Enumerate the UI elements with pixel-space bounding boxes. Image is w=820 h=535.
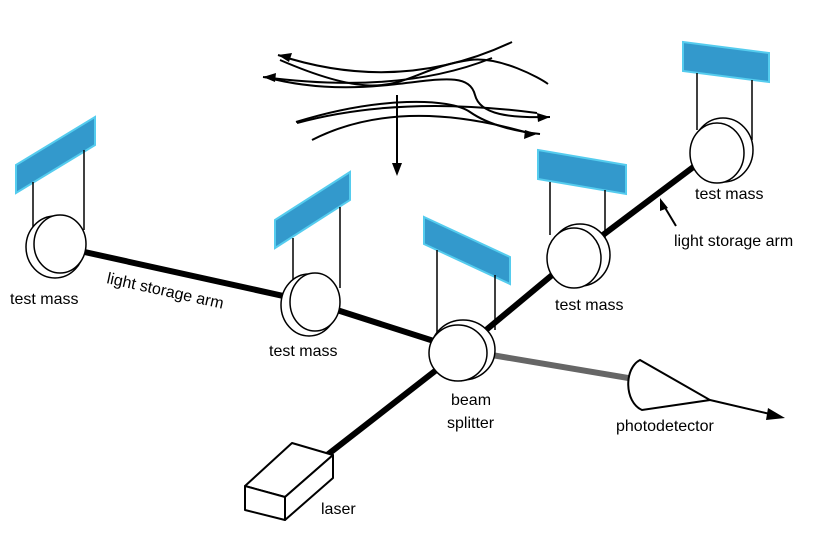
laser-box — [244, 442, 334, 521]
label-beam: beam — [451, 392, 491, 409]
label-test-mass-center: test mass — [269, 343, 337, 360]
mirror-right-outer — [682, 40, 770, 184]
mirror-right-inner — [537, 148, 627, 289]
mirror-right-inner-plate — [537, 148, 627, 196]
photodetector-output-arrowhead — [766, 408, 785, 420]
mirror-right-outer-plate — [682, 40, 770, 84]
left-arm-outer-beam — [61, 244, 316, 306]
right-arm-label-pointer — [663, 205, 677, 227]
mirror-left-outer — [15, 115, 96, 279]
right-arm-label-pointer-head — [660, 198, 668, 211]
gravitational-wave-icon — [262, 41, 551, 170]
photodetector-body — [627, 358, 714, 412]
label-test-mass-right-inner: test mass — [555, 297, 623, 314]
gravitational-wave-arrowheads — [263, 53, 550, 176]
photodetector-output-line — [709, 399, 771, 415]
label-photodetector: photodetector — [616, 418, 715, 435]
label-test-mass-left: test mass — [10, 291, 78, 308]
photodetector — [627, 358, 714, 412]
label-splitter: splitter — [447, 415, 495, 432]
beam-splitter — [423, 215, 511, 382]
mirror-left-inner — [274, 170, 351, 337]
mirror-left-outer-plate — [15, 115, 96, 195]
mirror-left-inner-plate — [274, 170, 351, 250]
label-test-mass-right-outer: test mass — [695, 186, 763, 203]
label-light-storage-arm-right: light storage arm — [674, 233, 793, 250]
label-laser: laser — [321, 501, 356, 518]
beam-splitter-plate — [423, 215, 511, 286]
